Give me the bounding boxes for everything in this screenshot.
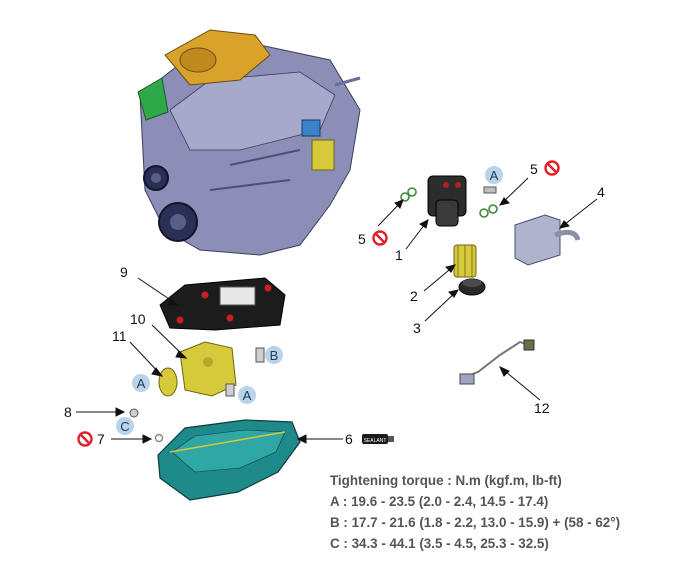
callout-6: 6	[345, 431, 353, 447]
callout-10: 10	[130, 311, 146, 327]
sealant-tube: SEALANT	[362, 434, 394, 444]
callout-5-left: 5	[358, 231, 366, 247]
torque-spec-b: B : 17.7 - 21.6 (1.8 - 2.2, 13.0 - 15.9)…	[330, 515, 621, 530]
leader-lines	[76, 177, 598, 444]
callout-12: 12	[534, 400, 550, 416]
callout-1: 1	[395, 247, 403, 263]
callout-4: 4	[597, 184, 605, 200]
bolt-a-lower	[225, 383, 235, 397]
badge-a-top: A	[490, 168, 499, 183]
badge-a-mid: A	[243, 388, 252, 403]
no-reuse-icon-5-right	[544, 160, 560, 176]
oil-pump-rotor	[158, 367, 178, 397]
callout-2: 2	[410, 288, 418, 304]
bolt-b	[255, 347, 265, 363]
no-reuse-icon-7	[77, 431, 93, 447]
no-reuse-icon-5-left	[372, 230, 388, 246]
oil-cooler	[514, 214, 581, 266]
callout-3: 3	[413, 320, 421, 336]
o-rings-right	[479, 204, 498, 218]
torque-spec-block: Tightening torque : N.m (kgf.m, lb-ft) A…	[330, 470, 690, 554]
oil-filter-cap	[458, 278, 486, 296]
oil-pump-body	[179, 341, 237, 397]
torque-spec-a: A : 19.6 - 23.5 (2.0 - 2.4, 14.5 - 17.4)	[330, 494, 549, 509]
badge-c: C	[120, 419, 129, 434]
torque-heading: Tightening torque : N.m (kgf.m, lb-ft)	[330, 473, 562, 488]
badge-b: B	[270, 348, 279, 363]
oil-filter-housing	[427, 175, 467, 227]
balance-shaft-module	[159, 277, 286, 331]
callout-8: 8	[64, 404, 72, 420]
bolt-a-top	[483, 186, 497, 194]
torque-letter-badges: A B A A C	[116, 166, 503, 435]
oil-pan	[157, 419, 301, 501]
torque-spec-c: C : 34.3 - 44.1 (3.5 - 4.5, 25.3 - 32.5)	[330, 536, 549, 551]
callout-7: 7	[97, 431, 105, 447]
oil-filter-element	[453, 244, 477, 278]
badge-a-left: A	[137, 376, 146, 391]
callout-9: 9	[120, 264, 128, 280]
callout-5-right: 5	[530, 161, 538, 177]
drain-gasket	[154, 433, 164, 443]
callout-11: 11	[112, 328, 127, 344]
o-rings-left	[400, 187, 417, 202]
sealant-label: SEALANT	[364, 438, 387, 444]
engine-assembly	[137, 29, 361, 256]
oil-level-sensor	[459, 339, 535, 385]
drain-plug	[129, 408, 139, 418]
callout-numbers: 1 2 3 4 5 5 6 7 8 9 10 11 12	[64, 161, 605, 447]
